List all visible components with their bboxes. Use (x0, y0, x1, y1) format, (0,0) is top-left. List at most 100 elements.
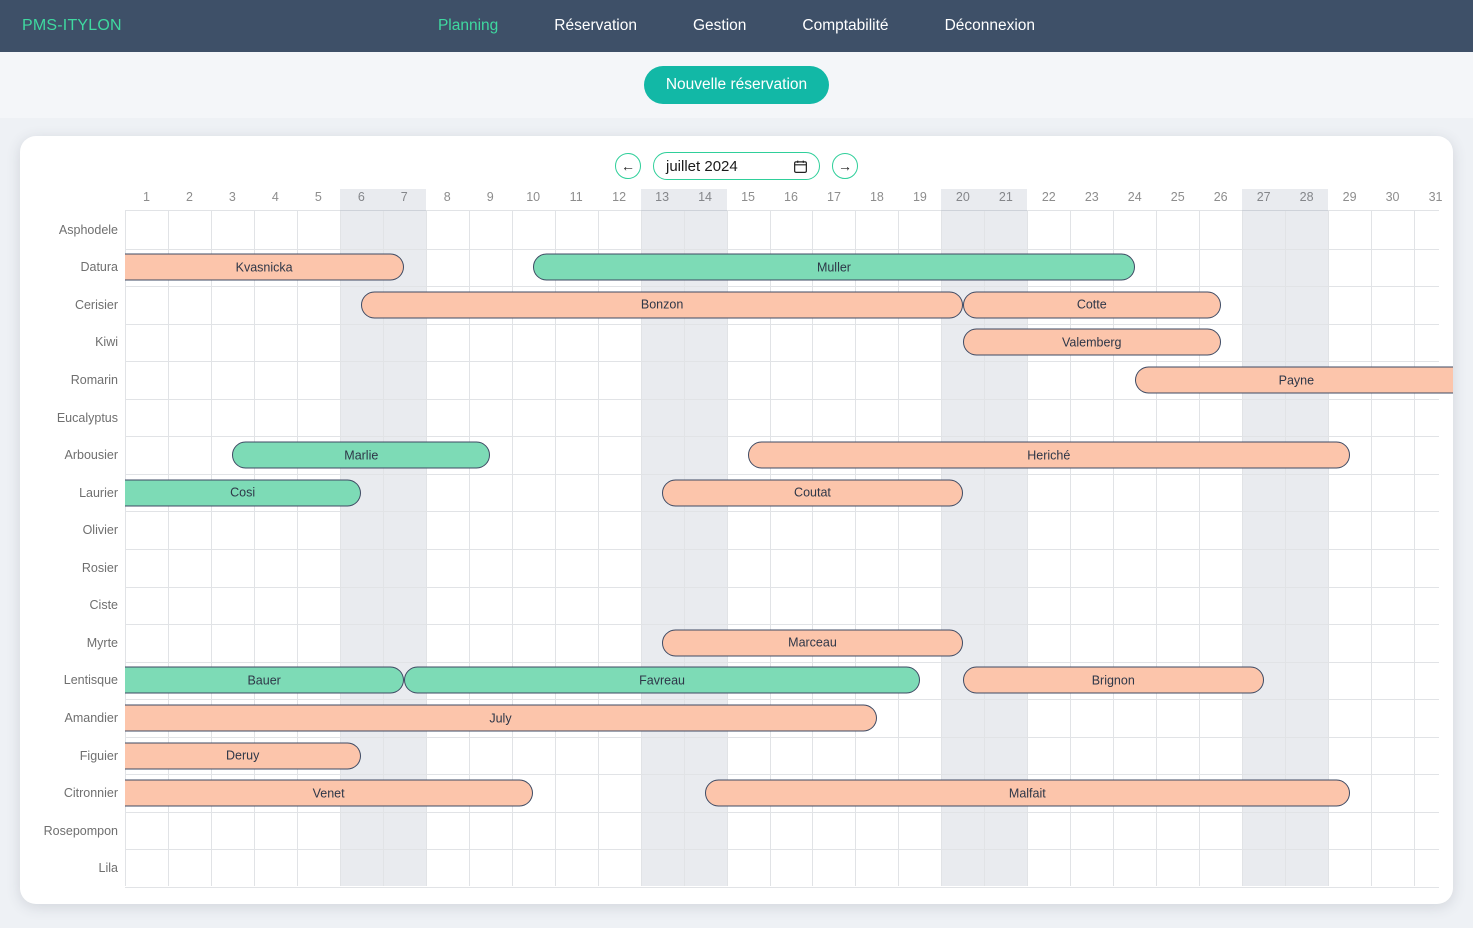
grid-vline (855, 211, 857, 886)
weekend-column-28 (1285, 189, 1329, 886)
grid-hline (125, 887, 1439, 888)
nav-link-planning[interactable]: Planning (437, 17, 499, 34)
grid-vline (296, 211, 298, 886)
reservation-bar[interactable]: Marceau (662, 629, 963, 657)
grid-vline (125, 211, 126, 886)
reservation-bar[interactable]: Valemberg (962, 328, 1221, 356)
room-label-olivier: Olivier (82, 523, 118, 538)
grid-vline (511, 211, 513, 886)
nav-link-gestion[interactable]: Gestion (692, 17, 747, 34)
reservation-bar[interactable]: Brignon (962, 666, 1264, 694)
grid-vline (210, 211, 212, 886)
room-label-amandier: Amandier (64, 711, 119, 725)
day-label-22: 22 (1041, 190, 1056, 204)
grid-vline (382, 211, 384, 886)
grid-hline (125, 586, 1439, 588)
reservation-bar[interactable]: July (125, 704, 877, 732)
grid-vline (554, 211, 556, 886)
day-label-18: 18 (869, 190, 884, 204)
nav-link-reservation[interactable]: Réservation (554, 17, 637, 34)
top-navbar: PMS-ITYLON Planning Réservation Gestion Com… (0, 0, 1473, 52)
room-label-datura: Datura (80, 260, 118, 275)
grid-hline (125, 398, 1439, 400)
reservation-bar[interactable]: Cotte (962, 291, 1221, 319)
grid-hline (125, 849, 1439, 851)
grid-vline (1027, 211, 1029, 886)
reservation-bar[interactable]: Heriché (748, 441, 1350, 469)
day-label-26: 26 (1213, 190, 1228, 204)
grid-vline (597, 211, 599, 886)
reservation-bar[interactable]: Coutat (662, 479, 963, 507)
grid-hline (125, 248, 1439, 250)
grid-vline (941, 211, 943, 886)
grid-vline (1156, 211, 1158, 886)
day-label-28: 28 (1299, 190, 1314, 204)
grid-hline (125, 549, 1439, 550)
month-navigator: ← juillet 2024 → (20, 136, 1453, 188)
reservation-bar[interactable]: Favreau (404, 666, 920, 694)
day-label-11: 11 (569, 190, 583, 204)
grid-vline (726, 211, 728, 886)
room-label-romarin: Romarin (70, 373, 118, 387)
reservation-bar[interactable]: Marlie (232, 441, 491, 469)
grid-vline (640, 211, 642, 886)
room-label-ciste: Ciste (89, 598, 118, 613)
month-input[interactable]: juillet 2024 (653, 152, 820, 180)
reservation-bar[interactable]: Bonzon (361, 291, 963, 319)
reservation-bar[interactable]: Muller (533, 253, 1135, 281)
nav-link-deconnexion[interactable]: Déconnexion (944, 17, 1036, 34)
day-label-8: 8 (443, 190, 451, 204)
day-label-16: 16 (784, 190, 798, 204)
grid-hline (125, 736, 1439, 738)
room-label-citronnier: Citronnier (63, 786, 118, 801)
weekend-column-27 (1242, 189, 1286, 886)
room-label-lila: Lila (98, 861, 118, 876)
grid-vline (167, 211, 169, 886)
grid-vline (425, 211, 427, 886)
grid-vline (1371, 211, 1373, 886)
room-label-lentisque: Lentisque (63, 673, 118, 688)
month-value: juillet 2024 (666, 157, 738, 175)
grid-hline (125, 436, 1439, 438)
reservation-bar[interactable]: Malfait (705, 779, 1350, 807)
grid-hline (125, 511, 1439, 513)
grid-hline (125, 473, 1439, 475)
day-label-2: 2 (185, 190, 193, 204)
reservation-bar[interactable]: Deruy (125, 742, 362, 770)
day-label-1: 1 (142, 190, 150, 204)
reservation-bar[interactable]: Payne (1134, 366, 1453, 394)
day-label-14: 14 (698, 190, 713, 204)
brand-logo[interactable]: PMS-ITYLON (22, 17, 122, 34)
grid-vline (1113, 211, 1115, 886)
room-label-rosier: Rosier (81, 560, 118, 575)
nav-link-comptabilite[interactable]: Comptabilité (802, 17, 889, 34)
reservation-bar[interactable]: Cosi (125, 479, 362, 507)
reservation-bar[interactable]: Kvasnicka (125, 253, 405, 281)
room-label-asphodele: Asphodele (58, 222, 118, 237)
day-label-20: 20 (955, 190, 970, 204)
prev-month-button[interactable]: ← (615, 153, 641, 179)
day-label-7: 7 (400, 190, 408, 204)
grid-hline (125, 661, 1439, 663)
room-label-kiwi: Kiwi (95, 335, 118, 350)
next-month-button[interactable]: → (832, 153, 858, 179)
calendar-icon[interactable] (794, 160, 807, 173)
day-label-27: 27 (1256, 190, 1271, 204)
day-label-5: 5 (314, 190, 322, 204)
grid-vline (339, 211, 341, 886)
room-label-eucalyptus: Eucalyptus (56, 410, 118, 425)
day-label-15: 15 (741, 190, 755, 204)
grid-vline (1070, 211, 1072, 886)
day-label-17: 17 (827, 190, 841, 204)
grid-hline (125, 286, 1439, 288)
reservation-bar[interactable]: Venet (125, 779, 534, 807)
day-label-4: 4 (271, 190, 279, 204)
reservation-bar[interactable]: Bauer (125, 666, 405, 694)
grid-hline (125, 699, 1439, 701)
new-reservation-button[interactable]: Nouvelle réservation (643, 66, 830, 104)
grid-hline (125, 774, 1439, 776)
grid-vline (1285, 211, 1287, 886)
grid-vline (1242, 211, 1244, 886)
